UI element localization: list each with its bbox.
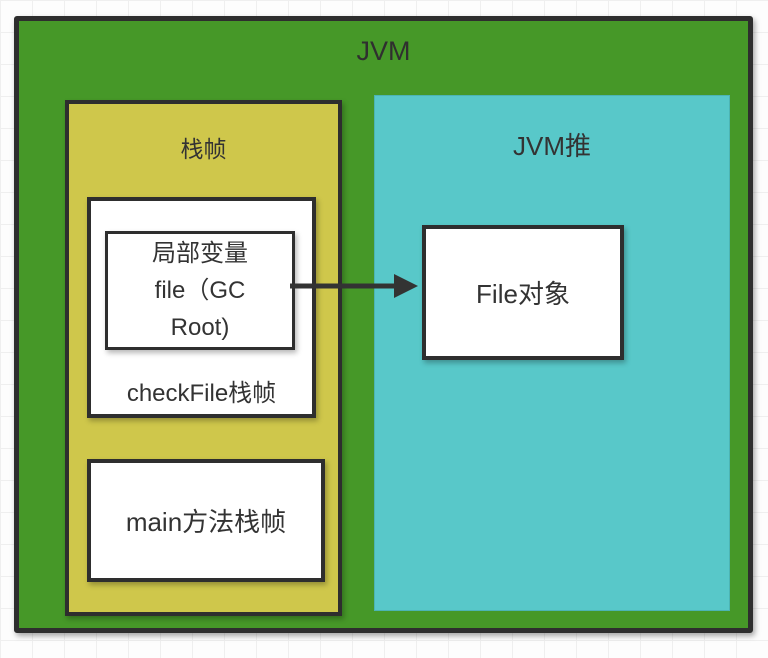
main-frame-label: main方法栈帧 [125, 507, 287, 537]
file-object-label: File对象 [476, 279, 570, 309]
checkfile-frame-label: checkFile栈帧 [126, 380, 277, 407]
main-frame-box: main方法栈帧 [87, 459, 325, 582]
local-var-text: 局部变量 file（GC Root) [152, 240, 248, 341]
jvm-container: JVM 栈帧 局部变量 file（GC Root) checkFile栈帧 ma… [14, 16, 753, 633]
local-var-box: 局部变量 file（GC Root) [105, 231, 295, 350]
jvm-title: JVM [356, 36, 411, 66]
heap-label: JVM推 [512, 131, 591, 161]
jvm-heap-container: JVM推 File对象 [374, 95, 730, 611]
file-object-box: File对象 [422, 225, 624, 360]
reference-arrow-icon [290, 274, 418, 298]
stack-label: 栈帧 [180, 136, 227, 162]
stack-frame-container: 栈帧 局部变量 file（GC Root) checkFile栈帧 main方法… [65, 100, 342, 616]
checkfile-frame-box: 局部变量 file（GC Root) checkFile栈帧 [87, 197, 316, 418]
